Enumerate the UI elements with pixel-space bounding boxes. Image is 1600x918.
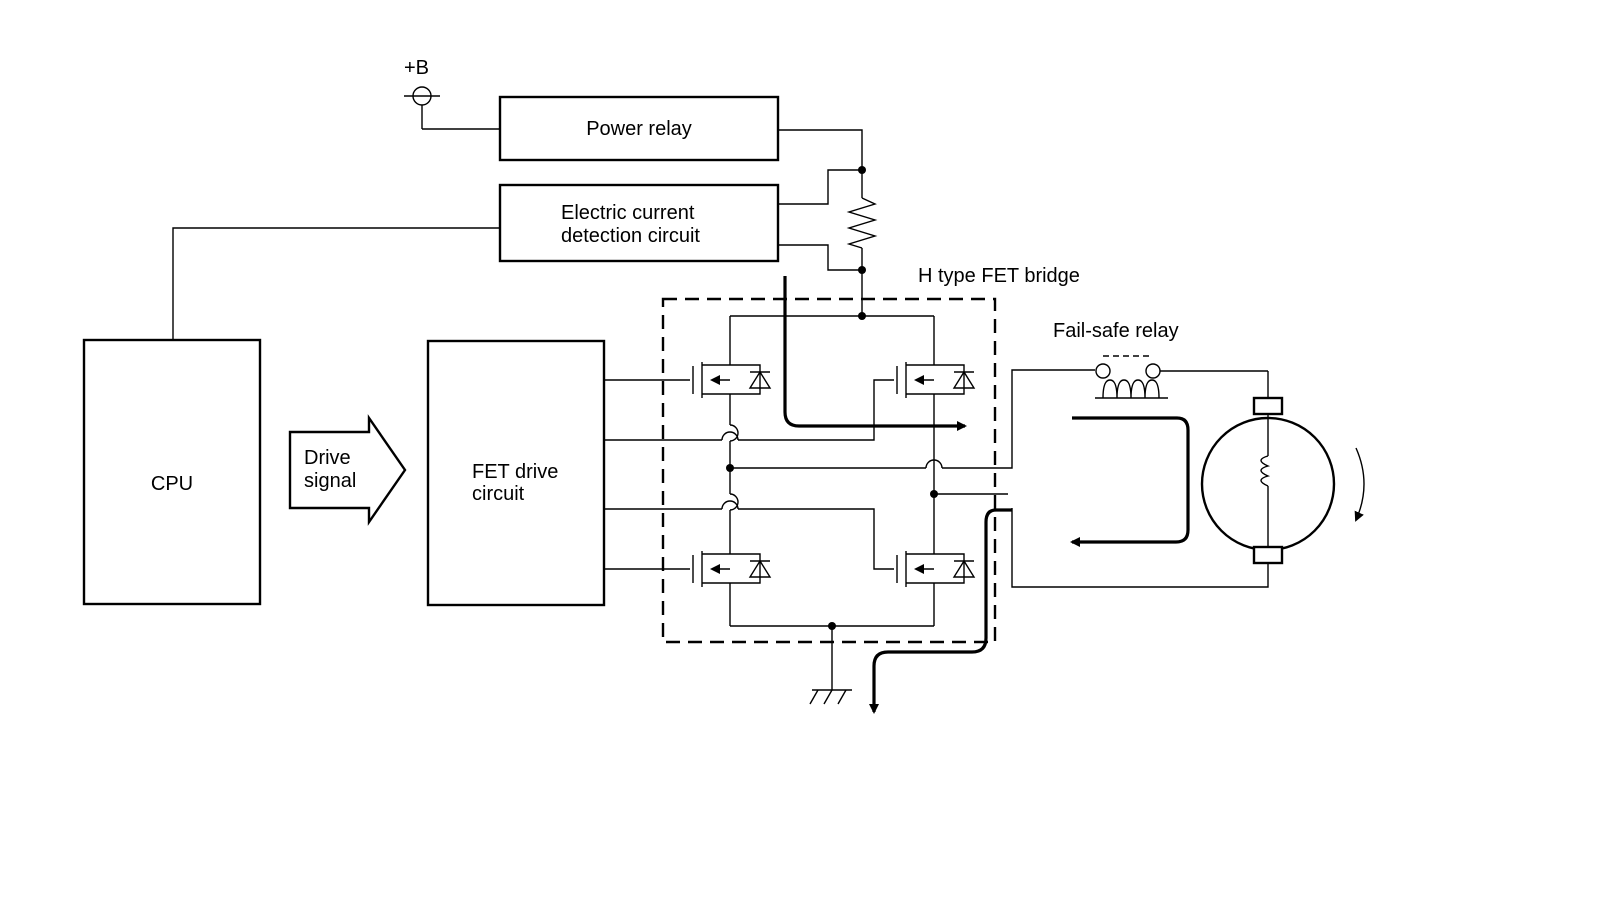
cpu-label: CPU — [151, 473, 193, 495]
current-detection-block — [498, 183, 780, 263]
failsafe-relay-symbol — [1095, 355, 1268, 399]
cpu-block — [82, 338, 262, 606]
ground-symbol — [809, 689, 852, 705]
drive-signal-arrow — [288, 414, 407, 526]
fet-q2-symbol — [896, 362, 976, 398]
motor-symbol — [1200, 371, 1365, 565]
h-bridge-label: H type FET bridge — [918, 265, 1080, 287]
failsafe-relay-label: Fail-safe relay — [1053, 320, 1179, 342]
fet-q3-symbol — [692, 551, 772, 587]
drive-signal-label-line2: signal — [304, 470, 356, 492]
battery-terminal-symbol — [404, 86, 500, 130]
cpu-to-detection-wire — [172, 227, 500, 340]
shunt-resistor-wiring — [778, 129, 878, 316]
fet-drive-label-line1: FET drive — [472, 461, 558, 483]
current-flow-arrow-upper — [783, 276, 967, 431]
h-bridge-enclosure — [661, 297, 997, 644]
fet-q4-symbol — [896, 551, 976, 587]
motor-rotation-arrow — [1354, 447, 1365, 522]
current-flow-arrow-lower — [869, 508, 1012, 714]
power-relay-block — [498, 95, 780, 162]
gate-wiring — [604, 369, 1269, 588]
drive-signal-label-line1: Drive — [304, 447, 351, 469]
fet-q1-symbol — [692, 362, 772, 398]
current-flow-arrow-motor-loop — [1070, 416, 1190, 547]
current-detection-label-line1: Electric current — [561, 202, 695, 224]
supply-label: +B — [404, 57, 429, 79]
fet-drive-label-line2: circuit — [472, 483, 525, 505]
fet-drive-circuit-block — [426, 339, 606, 607]
current-detection-label-line2: detection circuit — [561, 225, 700, 247]
power-relay-label: Power relay — [586, 118, 692, 140]
